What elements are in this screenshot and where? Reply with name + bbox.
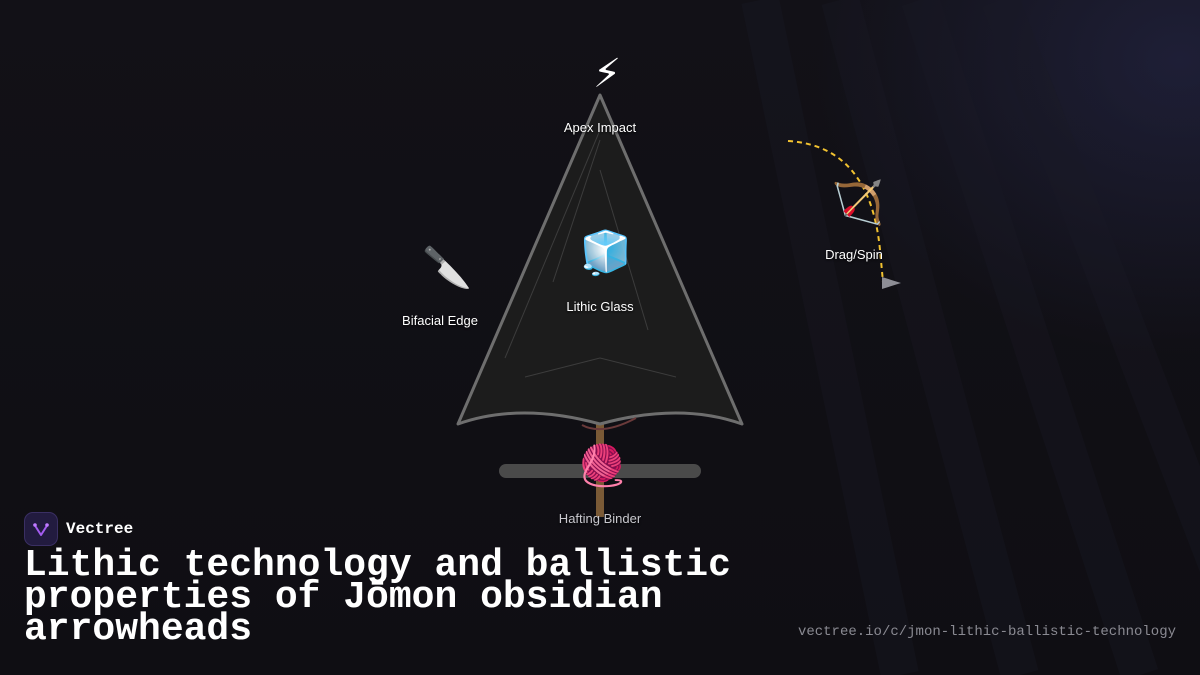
flake-scars [504,129,677,378]
hafting-binder-label: Hafting Binder [558,511,642,526]
bifacial-edge-label: Bifacial Edge [402,313,478,328]
vectree-logo-icon [24,512,58,546]
yarn-ball-icon: 🧶 [577,443,627,489]
page-title: Lithic technology and ballistic properti… [24,544,731,651]
ice-cube-icon: 🧊 [579,228,633,277]
apex-impact-label: Apex Impact [563,120,637,135]
arrowhead-body [456,93,744,426]
drag-spin-label: Drag/Spin [825,247,883,262]
bow-and-arrow-icon: 🏹 [831,178,885,227]
knife-icon: 🔪 [422,245,472,291]
flight-arrowhead [882,277,901,289]
lithic-glass-label: Lithic Glass [566,299,634,314]
haft-crossbar [499,464,701,478]
lightning-icon: ⚡ [592,51,622,97]
brand[interactable]: Vectree [24,512,133,546]
brand-name: Vectree [66,520,134,538]
page-url[interactable]: vectree.io/c/jmon-lithic-ballistic-techn… [797,624,1176,640]
binding-wrap [581,417,637,431]
flight-path [787,140,884,283]
